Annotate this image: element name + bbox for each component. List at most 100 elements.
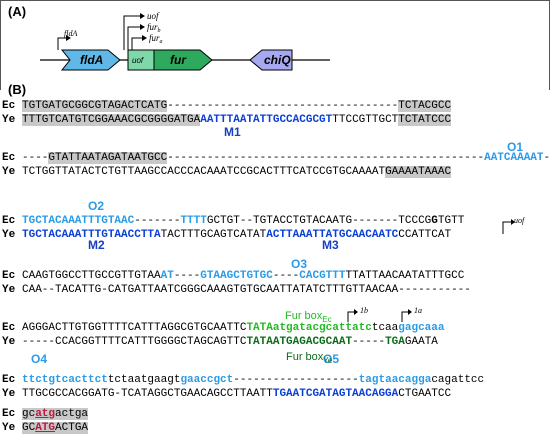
- sequence-segment: TGCTACAAATTTGTAACCTTA: [22, 229, 161, 241]
- sequence-row-ec: CAAGTGGCCTTGCCGTTGTAAAT----GTAAGCTGTGC--…: [22, 270, 464, 282]
- fur-a-promoter-head: [142, 35, 147, 41]
- gene-map: fldA uof fur chiQ fldA uof furb fura: [0, 0, 550, 90]
- motif-label-m3: M3: [322, 238, 339, 252]
- sequence-row-ec: gcatgactga: [22, 408, 89, 420]
- sequence-segment: AT: [160, 270, 174, 282]
- motif-label-o2: O2: [88, 199, 105, 213]
- sequence-segment: GAAAATAAAC: [385, 166, 452, 178]
- sequence-row-ye: TGCTACAAATTTGTAACCTTATACTTTGCAGTCATATACT…: [22, 229, 451, 241]
- sequence-segment: TTTGTCATGTCGGAAACGCGGGGATGA: [22, 114, 201, 126]
- fur-a-promoter-text: fur: [149, 33, 160, 43]
- sequence-row-ye: GCATGACTGA: [22, 422, 89, 434]
- fldA-promoter-arrow: [57, 37, 66, 50]
- species-label-ye: Ye: [2, 166, 16, 178]
- sequence-row-ec: ttctgtcacttcttctaatgaagtgaaccgct--------…: [22, 374, 484, 386]
- sequence-segment: ----------------------------------------…: [167, 152, 485, 164]
- uof-tss-arrow: [502, 221, 512, 234]
- motif-label-o5: O5: [323, 352, 340, 366]
- uof-promoter-label: uof: [147, 11, 160, 21]
- tss-1a-label: 1a: [414, 306, 422, 315]
- sequence-row-ye: TTTGTCATGTCGGAAACGCGGGGATGAAATTTAATATTGC…: [22, 114, 452, 126]
- sequence-segment: gc: [22, 408, 36, 420]
- sequence-segment: TTCCGTTGCT: [332, 114, 399, 126]
- sequence-segment: CTGAATCC: [398, 388, 452, 400]
- fldA-promoter-label: fldA: [64, 29, 77, 38]
- sequence-segment: AATCAAAAT: [484, 152, 544, 164]
- sequence-segment: cagattcc: [431, 374, 485, 386]
- sequence-segment: atg: [35, 408, 56, 420]
- sequence-row-ec: ----GTATTAATAGATAATGCC------------------…: [22, 152, 550, 164]
- sequence-segment: -------: [134, 215, 181, 227]
- sequence-segment: TGA: [385, 336, 405, 348]
- figure-frame: [0, 0, 550, 90]
- sequence-segment: CAA--TACATTG-CATGATTAATCGGGCAAAGTGTGCAAT…: [22, 284, 471, 296]
- sequence-segment: TACTTTGCAGTCATAT: [160, 229, 267, 241]
- sequence-segment: -----------------------------------: [167, 100, 399, 112]
- fldA-gene-label: fldA: [80, 53, 103, 67]
- species-label-ye: Ye: [2, 284, 16, 296]
- tss-1a-head: [408, 309, 412, 315]
- sequence-segment: CACGTTT: [299, 270, 346, 282]
- sequence-segment: actga: [55, 408, 89, 420]
- tss-1b-head: [354, 309, 358, 315]
- fur-box-ye-label: Fur boxYe: [286, 351, 332, 365]
- sequence-segment: tagtaacagga: [358, 374, 432, 386]
- sequence-segment: TGTGATGCGGCGTAGACTCATG: [22, 100, 168, 112]
- uof-gene-label: uof: [132, 56, 144, 65]
- sequence-segment: TATAATGAGACGCAAT: [246, 336, 353, 348]
- sequence-segment: -------------------: [233, 374, 359, 386]
- sequence-segment: AGGGACTTGTGGTTTTCATTTAGGCGTGCAATTC: [22, 322, 247, 334]
- sequence-segment: AATTTAATATTGCCACGCGT: [200, 114, 333, 126]
- fur-b-promoter-text: fur: [147, 22, 158, 32]
- sequence-segment: TCTGGTTATACTCTGTTAAGCCACCCACAAATCCGCACTT…: [22, 166, 386, 178]
- fur-a-promoter-arrow: [131, 37, 142, 50]
- sequence-row-ye: CAA--TACATTG-CATGATTAATCGGGCAAAGTGTGCAAT…: [22, 284, 471, 296]
- uof-tss-label: uof: [514, 216, 525, 225]
- tss-1b-label: 1b: [360, 306, 368, 315]
- fur-b-promoter-head: [140, 24, 145, 30]
- sequence-segment: GAATA: [404, 336, 438, 348]
- fur-b-promoter-label: furb: [147, 22, 161, 34]
- sequence-segment: TGCTACAAATTTGTAAC: [22, 215, 135, 227]
- tss-1b-arrow: [347, 311, 355, 322]
- fur-gene-label: fur: [170, 53, 187, 67]
- motif-label-m1: M1: [224, 125, 241, 139]
- sequence-segment: CCATTCAT: [398, 229, 452, 241]
- sequence-segment: TTGCGCCACGGATG-TCATAGGCTGAACAGCCTTAATT: [22, 388, 273, 400]
- fur-box-ec-text: Fur box: [285, 310, 323, 322]
- uof-tss-head: [511, 219, 515, 225]
- motif-label-o3: O3: [291, 257, 308, 271]
- fur-box-ye-text: Fur box: [286, 351, 324, 363]
- species-label-ye: Ye: [2, 114, 16, 126]
- uof-promoter-head: [140, 13, 145, 19]
- sequence-segment: GCTGT--TGTACCTGTACAATG-------TCCCG: [206, 215, 432, 227]
- fur-b-promoter-arrow: [127, 26, 140, 50]
- panel-b-label: (B): [8, 82, 27, 97]
- sequence-segment: ATG: [35, 422, 56, 434]
- sequence-row-ec: TGTGATGCGGCGTAGACTCATG------------------…: [22, 100, 452, 112]
- motif-label-o4: O4: [31, 352, 48, 366]
- sequence-segment: TTTT: [180, 215, 207, 227]
- fur-b-promoter-sub: b: [158, 28, 161, 34]
- sequence-row-ye: -----CCACGGTTTTCATTTGGGGCTAGCAGTTCTATAAT…: [22, 336, 438, 348]
- fur-gene-arrow: [153, 49, 213, 71]
- uof-promoter-arrow: [123, 15, 140, 50]
- sequence-segment: TTATTAACAATATTTGCC: [345, 270, 465, 282]
- fur-a-promoter-sub: a: [160, 39, 163, 45]
- species-label-ye: Ye: [2, 422, 16, 434]
- sequence-segment: CAAGTGGCCTTGCCGTTGTAA: [22, 270, 161, 282]
- sequence-segment: ----: [22, 152, 49, 164]
- sequence-segment: TGAATCGATAGTAACAGGA: [272, 388, 399, 400]
- fur-box-ec-sub: Ec: [322, 315, 332, 325]
- sequence-segment: tctaatgaagt: [107, 374, 181, 386]
- species-label-ye: Ye: [2, 229, 16, 241]
- sequence-segment: ----: [272, 270, 300, 282]
- species-label-ec: Ec: [2, 215, 16, 227]
- sequence-segment: gagcaaa: [398, 322, 445, 334]
- chiQ-gene-arrow: [249, 49, 293, 71]
- sequence-segment: ACTTAAATTATGCAACAATC: [266, 229, 399, 241]
- sequence-segment: TATAatgatacgcattatc: [246, 322, 372, 334]
- sequence-row-ye: TTGCGCCACGGATG-TCATAGGCTGAACAGCCTTAATTTG…: [22, 388, 451, 400]
- fur-box-ec-label: Fur boxEc: [285, 310, 332, 324]
